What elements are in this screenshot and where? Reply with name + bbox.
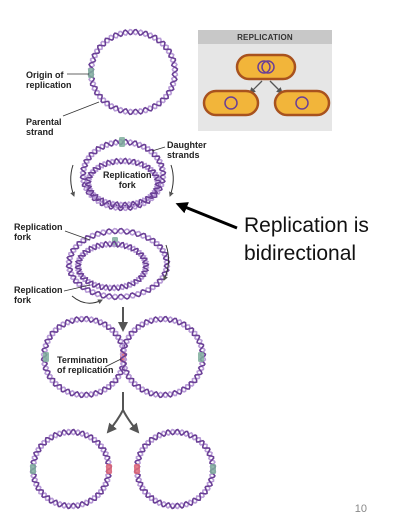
slide-number: 10 — [354, 503, 367, 515]
callout-arrow — [175, 202, 238, 230]
termination-label: Termination of replication — [57, 355, 114, 375]
callout-line-2: bidirectional — [244, 242, 357, 265]
origin-marker — [198, 352, 204, 362]
split-arrow — [106, 392, 140, 434]
replication-inset-panel — [198, 30, 332, 131]
origin-marker — [43, 352, 49, 362]
stage2-inner-ring — [84, 157, 162, 209]
origin-marker — [88, 68, 94, 78]
direction-arrows — [70, 164, 174, 305]
replication-fork-left-top-label: Replication fork — [14, 222, 63, 242]
parental-dna-ring — [87, 28, 179, 116]
pointer-lines — [62, 73, 166, 368]
origin-marker — [119, 137, 125, 147]
termination-marker — [134, 464, 140, 474]
parent-cell-icon — [235, 53, 297, 81]
callout-text: Replication is bidirectional — [244, 212, 369, 268]
daughter-cell-left-icon — [202, 89, 260, 117]
inset-title: REPLICATION — [237, 33, 293, 42]
daughter-cell-right-icon — [273, 89, 331, 117]
split-arrows-icon — [249, 80, 283, 94]
stage3-inner-ring — [74, 240, 150, 292]
daughter-ring-left — [29, 428, 113, 510]
stage2-outer-ring — [79, 137, 167, 212]
origin-label: Origin of replication — [26, 70, 72, 90]
termination-right-ring — [119, 315, 207, 399]
daughter-ring-right — [133, 428, 217, 510]
stage3-outer-ring — [65, 227, 171, 301]
callout-line-1: Replication is — [244, 214, 369, 237]
origin-marker — [30, 464, 36, 474]
origin-marker — [210, 464, 216, 474]
daughter-strands-label: Daughter strands — [167, 140, 207, 160]
replication-fork-left-bottom-label: Replication fork — [14, 285, 63, 305]
parental-strand-label: Parental strand — [26, 117, 62, 137]
replication-fork-center-label: Replication fork — [103, 170, 152, 190]
termination-marker — [106, 464, 112, 474]
